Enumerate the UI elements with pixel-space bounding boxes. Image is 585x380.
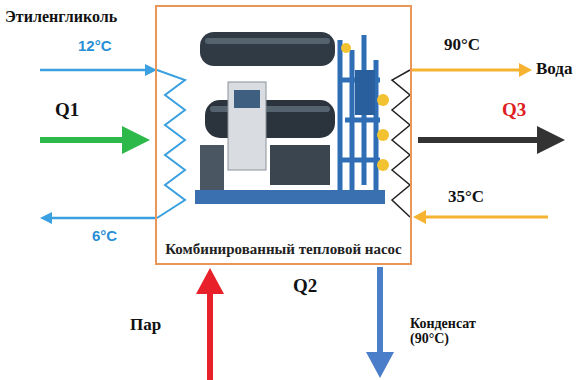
temperature: 6°C	[92, 228, 117, 245]
node-title: Комбинированный тепловой насос	[161, 241, 406, 258]
control-screen	[234, 90, 260, 108]
water-out-arrow	[410, 69, 522, 72]
control-cabinet	[228, 82, 266, 170]
condensate-arrow	[377, 267, 383, 355]
machine-frame	[195, 190, 385, 204]
q1-arrow	[40, 137, 125, 143]
machine-cylinder	[205, 100, 335, 138]
arrow-head	[196, 268, 224, 294]
process-box: Комбинированный тепловой насос	[155, 5, 412, 265]
temperature: 90°C	[444, 36, 480, 55]
temperature: 35°C	[448, 188, 484, 207]
machine-picture	[195, 32, 389, 204]
glycol-in-arrow	[40, 69, 148, 72]
arrow-head	[519, 63, 532, 77]
machine-part	[200, 145, 224, 190]
valve	[377, 159, 389, 171]
fluid-name: Этиленгликоль	[5, 8, 117, 26]
arrow-head	[122, 126, 150, 154]
arrow-head	[537, 126, 565, 154]
glycol-out-arrow	[50, 217, 157, 220]
arrow-head	[40, 212, 52, 224]
water-in-arrow	[425, 216, 548, 219]
compressor	[270, 145, 330, 185]
arrow-head	[366, 352, 394, 378]
machine-cylinder	[200, 32, 335, 66]
heat-flow: Q3	[502, 100, 526, 121]
heat-flow: Q1	[55, 100, 79, 121]
steam-arrow	[207, 290, 213, 380]
valve	[377, 94, 389, 106]
heat-flow: Q2	[293, 276, 317, 297]
evaporator-coil	[157, 70, 185, 218]
fluid-name: Вода	[536, 60, 572, 79]
temperature: 12°C	[78, 38, 112, 55]
valve	[377, 129, 389, 141]
arrow-head	[413, 210, 426, 224]
fluid-name: Конденсат (90°C)	[410, 316, 510, 347]
condenser-coil	[392, 70, 410, 217]
q3-arrow	[418, 137, 540, 143]
pipes	[340, 35, 380, 190]
fluid-name: Пар	[130, 316, 161, 335]
vessel	[355, 70, 375, 115]
machine-highlight	[205, 38, 330, 44]
valve	[341, 43, 351, 53]
